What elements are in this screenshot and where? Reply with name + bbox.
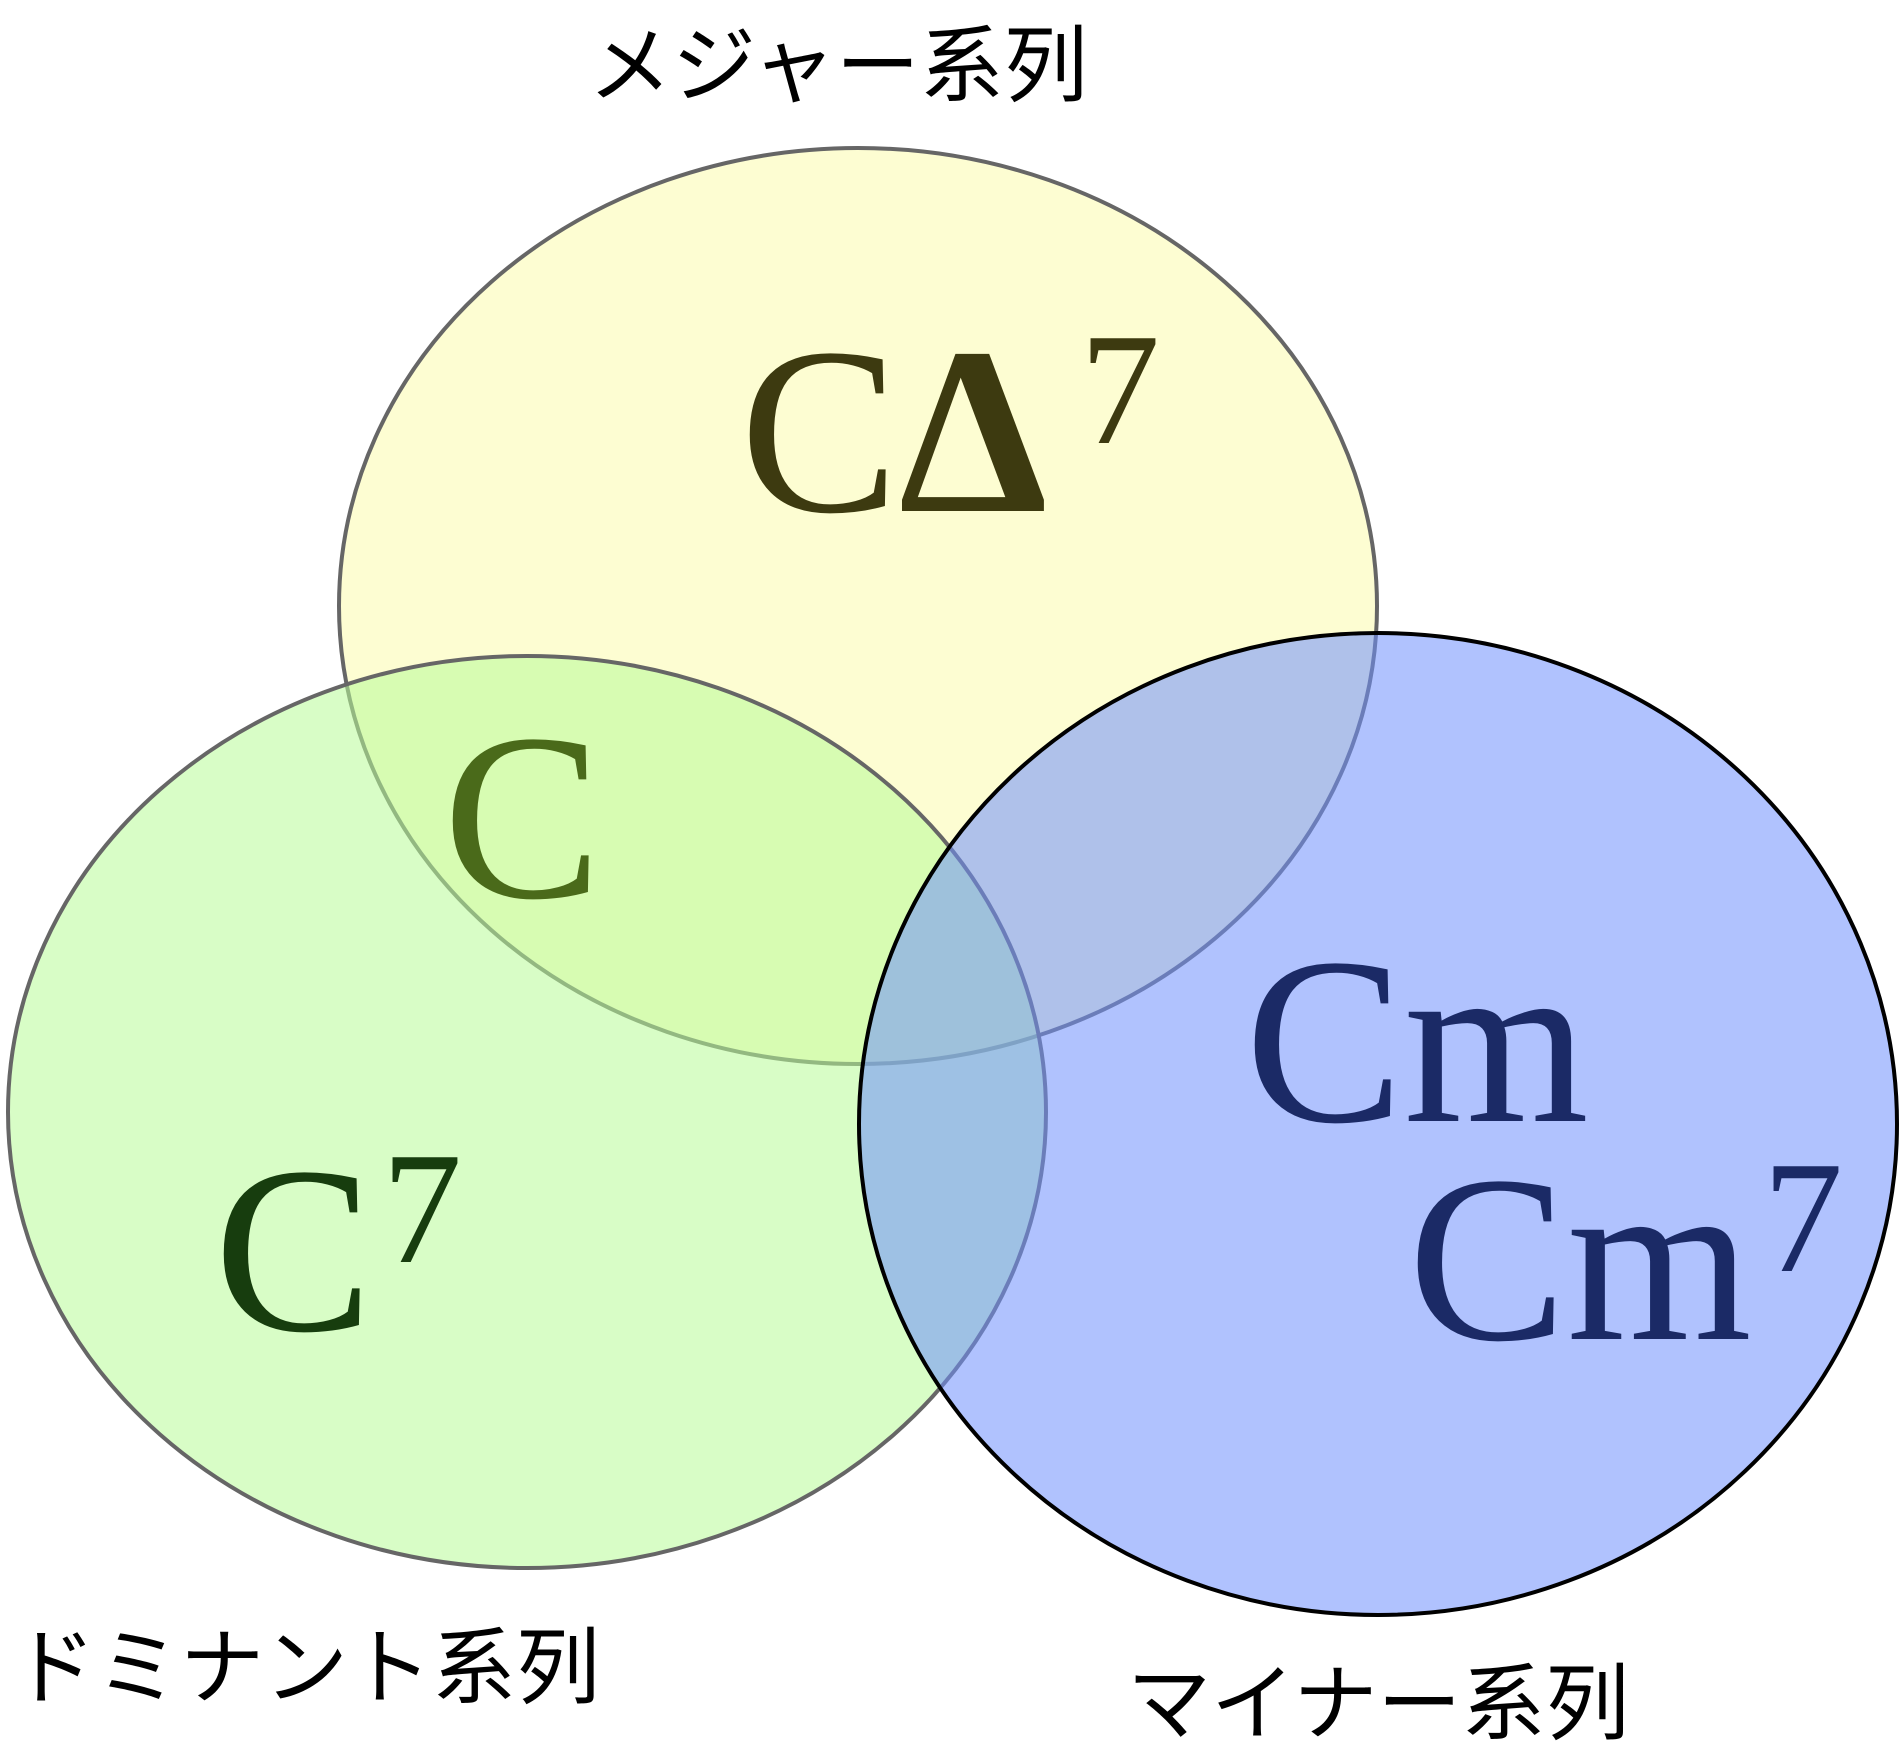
- svg-text:CΔ: CΔ: [740, 300, 1048, 563]
- chord-minor: Cm: [1245, 910, 1589, 1173]
- chord-dominant-seventh: C 7: [214, 1119, 462, 1382]
- svg-text:7: 7: [382, 1119, 462, 1297]
- svg-text:7: 7: [1080, 300, 1160, 478]
- svg-text:Cm: Cm: [1408, 1128, 1752, 1391]
- chord-minor-seventh: Cm 7: [1408, 1128, 1843, 1391]
- chord-major-seventh: CΔ 7: [740, 300, 1160, 563]
- major-set-label: メジャー系列: [588, 17, 1088, 115]
- minor-set-ellipse: [857, 631, 1899, 1617]
- svg-text:C: C: [214, 1119, 373, 1382]
- minor-set-label: マイナー系列: [1127, 1655, 1629, 1752]
- dominant-set-label: ドミナント系列: [12, 1619, 600, 1717]
- svg-text:7: 7: [1763, 1128, 1843, 1306]
- chord-major: C: [443, 686, 602, 949]
